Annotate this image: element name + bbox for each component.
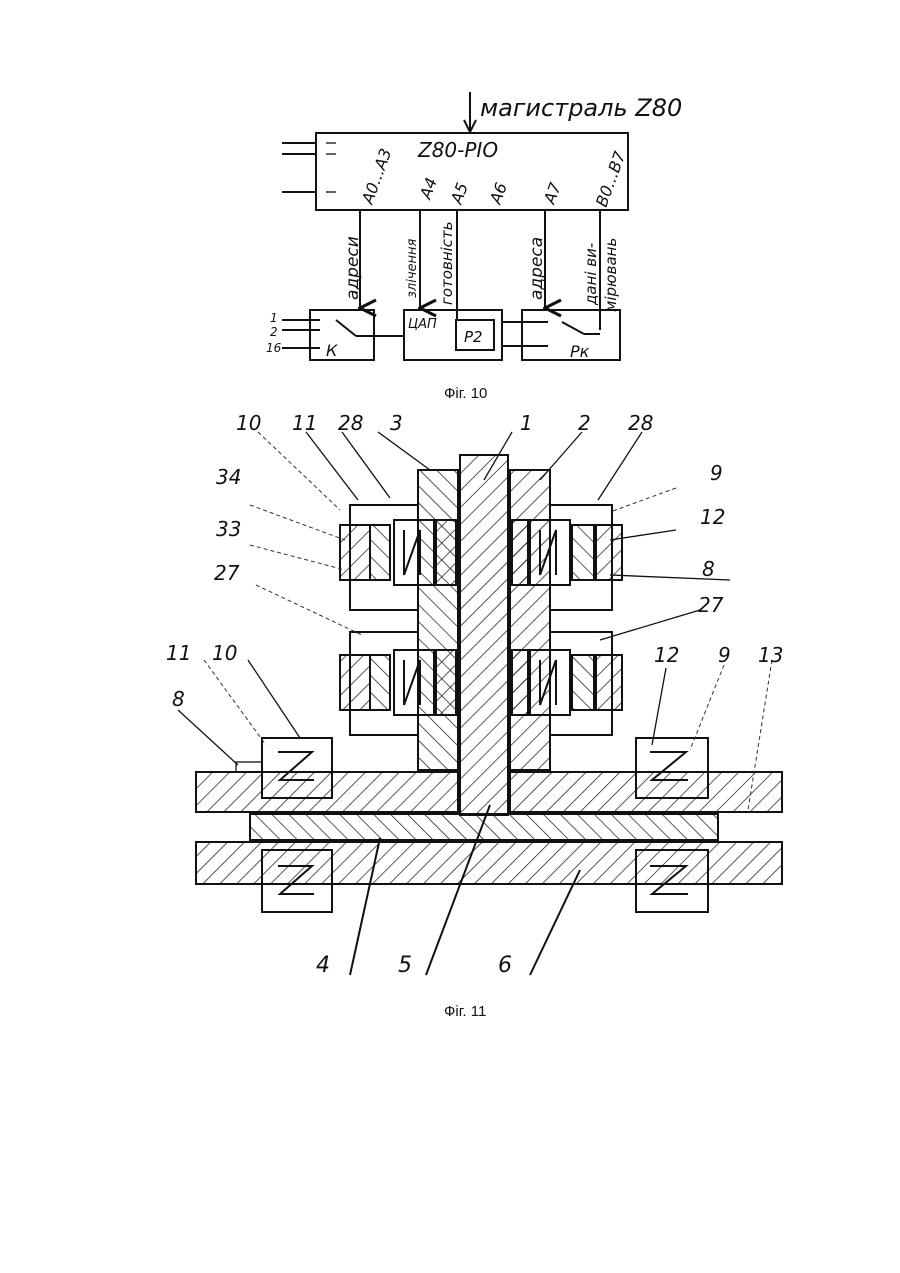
bus-label: магистраль Z80	[480, 94, 682, 122]
plate-4	[250, 814, 718, 840]
pin-b0-b7: B0...B7	[592, 148, 630, 209]
label-11-bottom: 11	[166, 641, 191, 665]
upper-plate-left	[196, 772, 458, 812]
pin-a6: A6	[486, 180, 511, 207]
fig11-section-drawing: 10 11 28 3 1 2 28 9 12 34 33 8 27 27 11 …	[166, 411, 783, 1020]
label-8-top: 8	[702, 557, 715, 581]
fig11-caption: Фіг. 11	[444, 1003, 486, 1020]
switch-in-1: 1	[270, 311, 278, 325]
plate-6	[196, 842, 782, 884]
label-5: 5	[398, 953, 412, 978]
pk-label: Pк	[570, 342, 590, 361]
label-13: 13	[758, 643, 783, 667]
label-34: 34	[216, 465, 241, 489]
hub-left	[418, 470, 458, 770]
label-8-bottom: 8	[172, 687, 185, 711]
label-11-top: 11	[292, 411, 317, 435]
sig-ready: готовність	[438, 221, 456, 305]
pin-a5: A5	[447, 180, 472, 207]
label-3: 3	[390, 411, 403, 435]
pio-chip-label: Z80-PIO	[417, 138, 498, 162]
upper-plate-right	[510, 772, 782, 812]
fig10-caption: Фіг. 10	[444, 385, 487, 402]
dac-label: ЦАП	[408, 317, 437, 332]
fig10-block-diagram: магистраль Z80 Z80-PIO A0...A3 A4 A5 A6 …	[266, 92, 682, 402]
sig-addresses: адреси	[343, 236, 363, 300]
sig-compare: злічення	[405, 238, 420, 298]
label-27-left: 27	[214, 561, 240, 585]
switch-k-label: К	[326, 341, 338, 360]
sig-meas-2: мірювань	[602, 238, 620, 312]
shaft-1	[460, 455, 508, 815]
label-33: 33	[216, 517, 241, 541]
switch-in-16: 16	[266, 341, 282, 355]
sig-meas-1: дані ви-	[582, 243, 600, 306]
switch-in-2: 2	[270, 325, 278, 339]
label-12-top: 12	[700, 505, 725, 529]
label-4: 4	[316, 953, 330, 978]
label-1: 1	[520, 411, 533, 435]
pin-a0-a3: A0...A3	[358, 146, 396, 207]
pin-a7: A7	[540, 179, 566, 207]
label-10-top: 10	[236, 411, 261, 435]
hub-right	[510, 470, 550, 770]
label-28-right: 28	[628, 411, 653, 435]
label-28-left: 28	[338, 411, 363, 435]
p2-label: P2	[464, 328, 483, 346]
label-9-top: 9	[710, 461, 723, 485]
label-2: 2	[578, 411, 591, 435]
sig-address: адреса	[527, 237, 547, 300]
label-12-bottom: 12	[654, 643, 679, 667]
label-9-bottom: 9	[718, 643, 731, 667]
label-27-right: 27	[698, 593, 724, 617]
label-10-bottom: 10	[212, 641, 237, 665]
pin-a4: A4	[416, 175, 441, 202]
label-6: 6	[498, 953, 512, 978]
